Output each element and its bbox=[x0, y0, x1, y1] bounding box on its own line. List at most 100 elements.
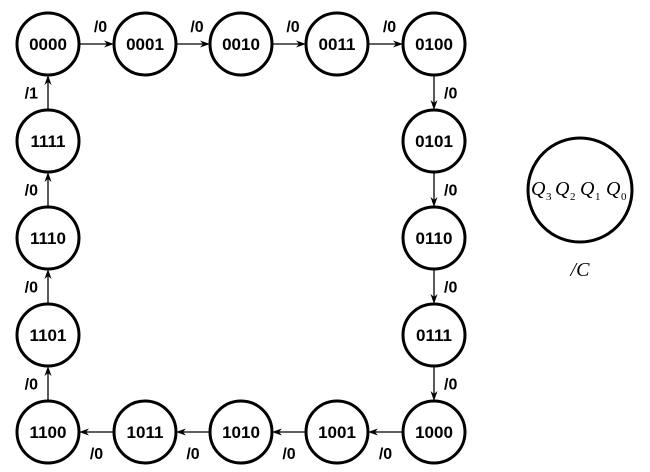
state-label: 1110 bbox=[30, 229, 66, 248]
transition-label: /0 bbox=[94, 19, 107, 36]
transition-1011-to-1100: /0 bbox=[79, 428, 114, 463]
state-circle bbox=[15, 302, 81, 368]
arrowhead bbox=[430, 391, 438, 401]
state-label: 0101 bbox=[415, 132, 453, 151]
transition-label: /0 bbox=[25, 377, 38, 394]
state-circle bbox=[401, 108, 467, 174]
arrowhead bbox=[79, 428, 89, 436]
transition-1010-to-1011: /0 bbox=[176, 428, 210, 463]
legend-q2-sub: 2 bbox=[570, 191, 576, 203]
state-node-1001: 1001 bbox=[304, 399, 370, 465]
state-circle bbox=[112, 11, 178, 77]
transition-1001-to-1010: /0 bbox=[272, 428, 306, 463]
legend-q2: Q bbox=[555, 178, 570, 200]
state-circle bbox=[401, 399, 467, 465]
transition-edges: /0/0/0/0/0/0/0/0/0/0/0/0/0/0/0/1 bbox=[25, 19, 458, 463]
legend-q1: Q bbox=[580, 178, 595, 200]
transition-0101-to-0110: /0 bbox=[430, 172, 457, 207]
arrowhead bbox=[44, 172, 52, 182]
state-circle bbox=[401, 205, 467, 271]
legend-circle bbox=[526, 136, 634, 244]
legend-q0: Q bbox=[606, 178, 621, 200]
arrowhead bbox=[200, 40, 210, 48]
state-node-0110: 0110 bbox=[401, 205, 467, 271]
transition-label: /0 bbox=[379, 446, 392, 463]
state-label: 0001 bbox=[126, 35, 164, 54]
transition-label: /0 bbox=[444, 377, 457, 394]
arrowhead bbox=[430, 197, 438, 207]
transition-label: /0 bbox=[186, 446, 199, 463]
legend-q3: Q bbox=[531, 178, 546, 200]
legend-output-label: /C bbox=[570, 259, 591, 281]
state-label: 0110 bbox=[416, 229, 453, 248]
transition-1110-to-1111: /0 bbox=[25, 172, 52, 207]
state-circle bbox=[304, 11, 370, 77]
transition-0100-to-0101: /0 bbox=[430, 75, 457, 110]
transition-0011-to-0100: /0 bbox=[368, 19, 403, 48]
state-label: 0011 bbox=[319, 35, 356, 54]
state-circle bbox=[15, 11, 81, 77]
transition-label: /0 bbox=[444, 183, 457, 200]
transition-0001-to-0010: /0 bbox=[176, 19, 210, 48]
state-nodes: 0000 0001 0010 0011 0100 0101 0110 0111 1000 1001… bbox=[15, 11, 467, 465]
transition-0111-to-1000: /0 bbox=[430, 366, 457, 401]
state-node-1000: 1000 bbox=[401, 399, 467, 465]
transition-1101-to-1110: /0 bbox=[25, 269, 52, 304]
state-node-0101: 0101 bbox=[401, 108, 467, 174]
arrowhead bbox=[430, 100, 438, 110]
state-label: 1111 bbox=[30, 132, 65, 151]
transition-label: /1 bbox=[25, 86, 38, 103]
transition-label: /0 bbox=[190, 19, 203, 36]
transition-label: /0 bbox=[25, 183, 38, 200]
legend: Q 3 Q 2 Q 1 Q 0 /C bbox=[526, 136, 634, 281]
state-node-0011: 0011 bbox=[304, 11, 370, 77]
state-label: 1101 bbox=[30, 326, 67, 345]
transition-label: /0 bbox=[90, 446, 103, 463]
transition-label: /0 bbox=[444, 86, 457, 103]
arrowhead bbox=[44, 366, 52, 376]
state-label: 1001 bbox=[318, 423, 356, 442]
state-circle bbox=[15, 108, 81, 174]
transition-label: /0 bbox=[282, 446, 295, 463]
state-label: 1010 bbox=[222, 423, 260, 442]
state-circle bbox=[401, 302, 467, 368]
state-circle bbox=[304, 399, 370, 465]
transition-0000-to-0001: /0 bbox=[79, 19, 114, 48]
transition-1100-to-1101: /0 bbox=[25, 366, 52, 401]
transition-label: /0 bbox=[444, 280, 457, 297]
arrowhead bbox=[393, 40, 403, 48]
arrowhead bbox=[296, 40, 306, 48]
arrowhead bbox=[430, 294, 438, 304]
state-node-1110: 1110 bbox=[15, 205, 81, 271]
transition-0010-to-0011: /0 bbox=[272, 19, 306, 48]
transition-1111-to-0000: /1 bbox=[25, 75, 52, 110]
state-label: 0010 bbox=[222, 35, 260, 54]
transition-1000-to-1001: /0 bbox=[368, 428, 403, 463]
state-circle bbox=[15, 399, 81, 465]
state-circle bbox=[112, 399, 178, 465]
arrowhead bbox=[368, 428, 378, 436]
state-circle bbox=[208, 399, 274, 465]
arrowhead bbox=[176, 428, 186, 436]
arrowhead bbox=[44, 269, 52, 279]
state-node-1100: 1100 bbox=[15, 399, 81, 465]
state-circle bbox=[401, 11, 467, 77]
state-label: 0000 bbox=[29, 35, 67, 54]
state-node-1101: 1101 bbox=[15, 302, 81, 368]
transition-label: /0 bbox=[286, 19, 299, 36]
legend-q0-sub: 0 bbox=[621, 191, 627, 203]
state-circle bbox=[15, 205, 81, 271]
arrowhead bbox=[272, 428, 282, 436]
transition-label: /0 bbox=[383, 19, 396, 36]
arrowhead bbox=[44, 75, 52, 85]
state-node-1111: 1111 bbox=[15, 108, 81, 174]
state-label: 0100 bbox=[415, 35, 453, 54]
legend-q1-sub: 1 bbox=[595, 191, 601, 203]
state-label: 1011 bbox=[127, 423, 164, 442]
state-node-0001: 0001 bbox=[112, 11, 178, 77]
state-label: 1000 bbox=[415, 423, 453, 442]
state-node-1010: 1010 bbox=[208, 399, 274, 465]
transition-0110-to-0111: /0 bbox=[430, 269, 457, 304]
state-label: 0111 bbox=[416, 326, 452, 345]
